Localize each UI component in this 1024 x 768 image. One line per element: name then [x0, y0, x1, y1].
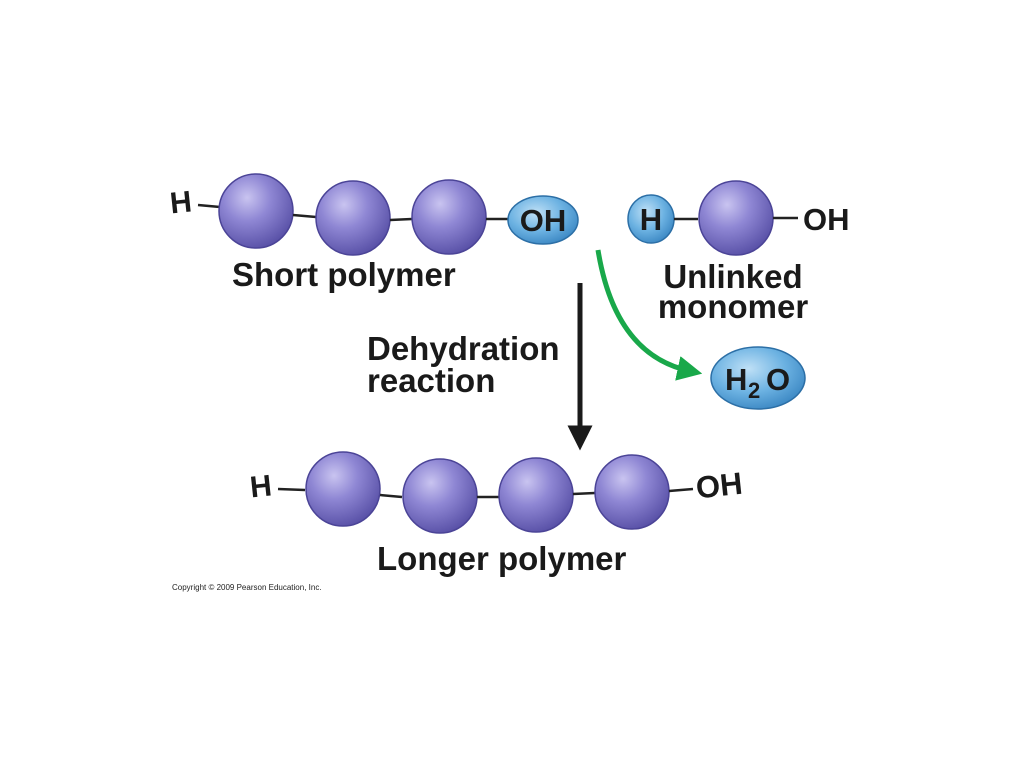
unlinked-label-line1: Unlinked — [663, 258, 802, 295]
monomer-sphere — [498, 457, 574, 533]
water-o-label: O — [766, 362, 790, 397]
bond — [197, 203, 221, 209]
short-polymer-h-atom: H — [168, 185, 193, 220]
monomer-sphere — [402, 458, 478, 534]
dehydration-label-line1: Dehydration — [367, 330, 560, 367]
longer-polymer-label: Longer polymer — [377, 540, 627, 577]
short-polymer-oh-label: OH — [520, 203, 567, 238]
short-polymer: H OH — [168, 173, 579, 256]
water-subscript: 2 — [748, 378, 760, 403]
longer-polymer-h-atom: H — [248, 469, 273, 504]
bond — [292, 213, 317, 219]
bond — [277, 487, 306, 492]
short-polymer-label: Short polymer — [232, 256, 456, 293]
monomer-sphere — [315, 180, 391, 256]
bond — [668, 487, 694, 493]
longer-polymer-oh-label: OH — [694, 466, 744, 506]
monomer-sphere — [698, 180, 774, 256]
monomer-sphere — [594, 454, 670, 530]
monomer-sphere — [411, 179, 487, 255]
monomer-sphere — [218, 173, 294, 249]
bond — [389, 217, 413, 222]
dehydration-label-line2: reaction — [367, 362, 495, 399]
unlinked-monomer: H OH — [627, 180, 850, 256]
water-h-label: H — [725, 362, 747, 397]
bond — [379, 493, 403, 499]
bond — [572, 491, 596, 496]
water-release-arrow — [595, 249, 703, 381]
unlinked-label-line2: monomer — [658, 288, 809, 325]
unlinked-oh-label: OH — [803, 202, 850, 237]
copyright-notice: Copyright © 2009 Pearson Education, Inc. — [172, 583, 322, 592]
monomer-sphere — [305, 451, 381, 527]
hydroxyl-group — [507, 195, 579, 245]
longer-polymer: H OH — [248, 451, 744, 534]
water-molecule: H 2 O — [710, 346, 806, 410]
water-ellipse — [710, 346, 806, 410]
unlinked-h-label: H — [640, 202, 662, 237]
